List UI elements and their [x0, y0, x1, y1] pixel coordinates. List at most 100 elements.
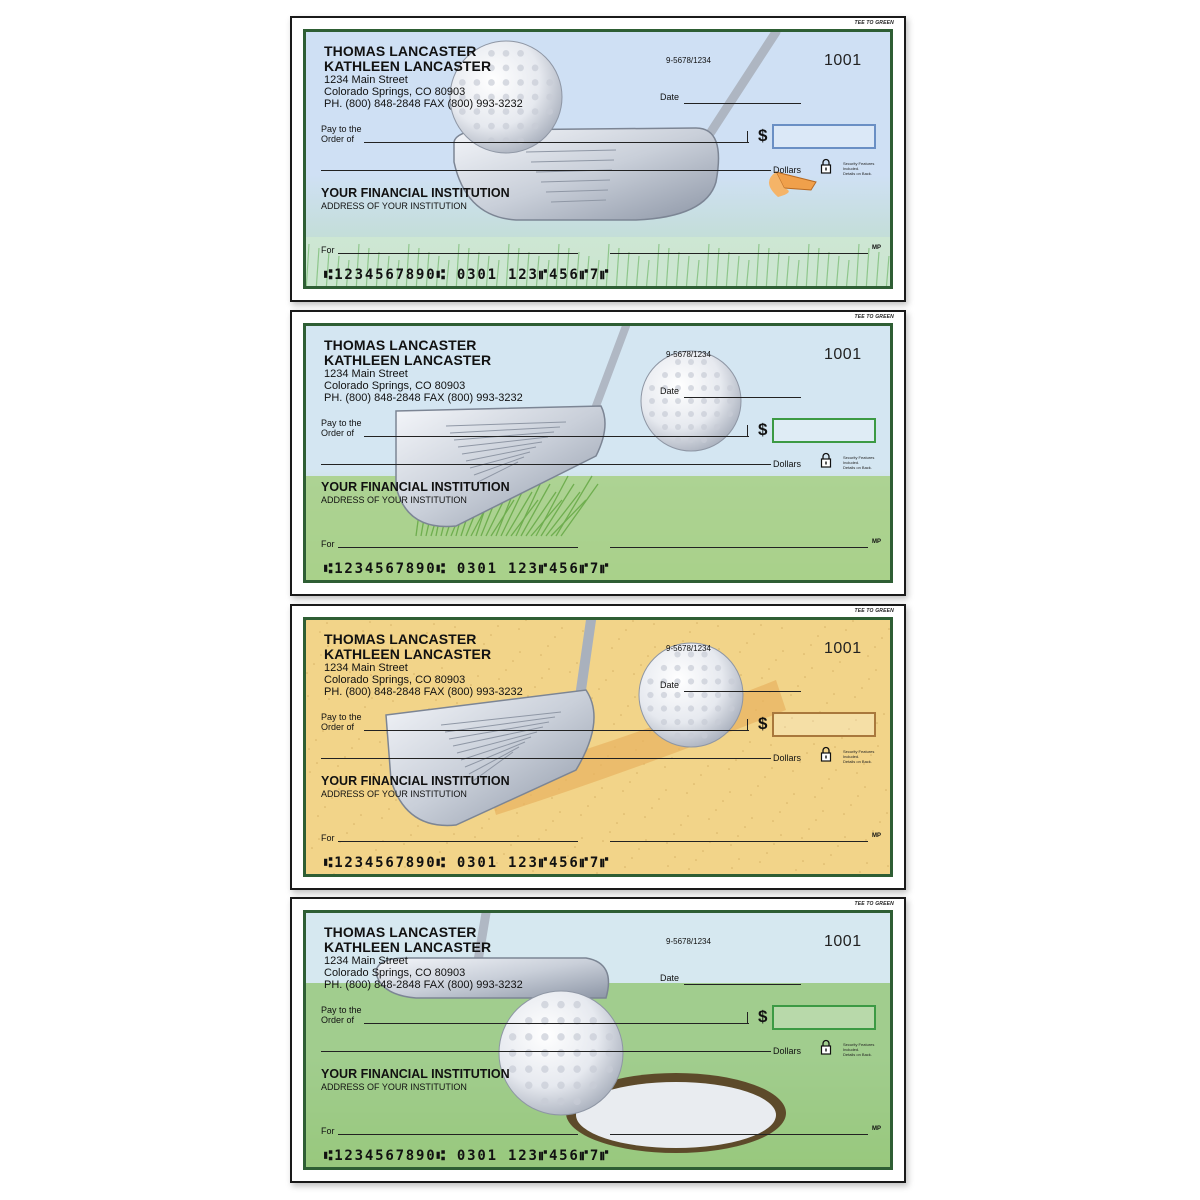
- micr-line: ⑆1234567890⑆ 0301 123⑈456⑈7⑈: [324, 855, 611, 871]
- memo-line[interactable]: [338, 841, 578, 842]
- check-number: 1001: [824, 52, 862, 69]
- pay-to-label: Pay to the Order of: [321, 712, 362, 732]
- amount-box[interactable]: [772, 1005, 876, 1030]
- written-amount-line[interactable]: [321, 1051, 771, 1052]
- pay-to-label-line-1: Pay to the: [321, 418, 362, 428]
- account-holder-name-1: THOMAS LANCASTER: [324, 337, 477, 353]
- security-note-line-3: Details on Back.: [843, 465, 872, 470]
- written-amount-line[interactable]: [321, 758, 771, 759]
- golf-illustration-driver-tee: [306, 32, 890, 286]
- dollar-sign: $: [758, 1007, 768, 1026]
- address-city: Colorado Springs, CO 80903: [324, 380, 466, 392]
- address-phone: PH. (800) 848-2848 FAX (800) 993-3232: [324, 392, 523, 404]
- date-line[interactable]: [684, 691, 801, 692]
- routing-fraction: 9-5678/1234: [666, 56, 711, 65]
- amount-box[interactable]: [772, 712, 876, 737]
- security-features-note: Security Features Included. Details on B…: [843, 161, 874, 176]
- payee-line[interactable]: [364, 730, 749, 731]
- account-holder-name-1: THOMAS LANCASTER: [324, 43, 477, 59]
- security-note-line-3: Details on Back.: [843, 171, 872, 176]
- address-street: 1234 Main Street: [324, 368, 408, 380]
- security-note-line-2: Included.: [843, 166, 860, 171]
- security-features-note: Security Features Included. Details on B…: [843, 455, 874, 470]
- address-city: Colorado Springs, CO 80903: [324, 86, 466, 98]
- security-note-line-2: Included.: [843, 460, 860, 465]
- payee-line-end: [747, 1012, 748, 1024]
- mp-mark: MP: [872, 245, 881, 251]
- payee-line[interactable]: [364, 1023, 749, 1024]
- signature-line[interactable]: [610, 841, 868, 842]
- golf-illustration-putt-hole: [306, 913, 890, 1167]
- security-note-line-1: Security Features: [843, 455, 875, 460]
- date-line[interactable]: [684, 984, 801, 985]
- bank-name: YOUR FINANCIAL INSTITUTION: [321, 186, 510, 200]
- address-street: 1234 Main Street: [324, 74, 408, 86]
- check-background-scene: [306, 326, 890, 580]
- memo-line[interactable]: [338, 253, 578, 254]
- series-tag: TEE TO GREEN: [854, 314, 894, 320]
- check-face: THOMAS LANCASTER KATHLEEN LANCASTER 1234…: [303, 29, 893, 289]
- payee-line[interactable]: [364, 436, 749, 437]
- memo-label: For: [321, 1126, 335, 1136]
- check-background-scene: [306, 620, 890, 874]
- memo-line[interactable]: [338, 547, 578, 548]
- mp-mark: MP: [872, 539, 881, 545]
- dollars-label: Dollars: [773, 753, 802, 763]
- date-line[interactable]: [684, 103, 801, 104]
- amount-box[interactable]: [772, 418, 876, 443]
- series-tag: TEE TO GREEN: [854, 20, 894, 26]
- micr-line: ⑆1234567890⑆ 0301 123⑈456⑈7⑈: [324, 1148, 611, 1164]
- amount-box[interactable]: [772, 124, 876, 149]
- routing-fraction: 9-5678/1234: [666, 937, 711, 946]
- dollar-sign: $: [758, 126, 768, 145]
- memo-line[interactable]: [338, 1134, 578, 1135]
- signature-line[interactable]: [610, 547, 868, 548]
- address-phone: PH. (800) 848-2848 FAX (800) 993-3232: [324, 686, 523, 698]
- padlock-icon: [820, 158, 832, 174]
- dollars-label: Dollars: [773, 459, 802, 469]
- security-note-line-1: Security Features: [843, 1042, 875, 1047]
- pay-to-label: Pay to the Order of: [321, 1005, 362, 1025]
- personal-check-1: THOMAS LANCASTER KATHLEEN LANCASTER 1234…: [290, 16, 906, 302]
- check-number: 1001: [824, 640, 862, 657]
- bank-name: YOUR FINANCIAL INSTITUTION: [321, 774, 510, 788]
- security-note-line-1: Security Features: [843, 161, 875, 166]
- date-label: Date: [660, 386, 680, 396]
- check-face: THOMAS LANCASTER KATHLEEN LANCASTER 1234…: [303, 910, 893, 1170]
- golf-illustration-wedge-bunker: [306, 620, 890, 874]
- padlock-icon: [820, 452, 832, 468]
- series-tag: TEE TO GREEN: [854, 608, 894, 614]
- address-city: Colorado Springs, CO 80903: [324, 967, 466, 979]
- personal-check-2: THOMAS LANCASTER KATHLEEN LANCASTER 1234…: [290, 310, 906, 596]
- payee-line[interactable]: [364, 142, 749, 143]
- bank-name: YOUR FINANCIAL INSTITUTION: [321, 1067, 510, 1081]
- security-note-line-2: Included.: [843, 1047, 860, 1052]
- memo-label: For: [321, 833, 335, 843]
- routing-fraction: 9-5678/1234: [666, 644, 711, 653]
- written-amount-line[interactable]: [321, 170, 771, 171]
- signature-line[interactable]: [610, 1134, 868, 1135]
- pay-to-label-line-1: Pay to the: [321, 712, 362, 722]
- address-phone: PH. (800) 848-2848 FAX (800) 993-3232: [324, 979, 523, 991]
- mp-mark: MP: [872, 1126, 881, 1132]
- dollar-sign: $: [758, 714, 768, 733]
- security-note-line-2: Included.: [843, 754, 860, 759]
- date-label: Date: [660, 973, 680, 983]
- address-city: Colorado Springs, CO 80903: [324, 674, 466, 686]
- personal-check-3: THOMAS LANCASTER KATHLEEN LANCASTER 1234…: [290, 604, 906, 890]
- personal-check-4: THOMAS LANCASTER KATHLEEN LANCASTER 1234…: [290, 897, 906, 1183]
- address-phone: PH. (800) 848-2848 FAX (800) 993-3232: [324, 98, 523, 110]
- date-line[interactable]: [684, 397, 801, 398]
- pay-to-label: Pay to the Order of: [321, 124, 362, 144]
- account-holder-name-1: THOMAS LANCASTER: [324, 924, 477, 940]
- written-amount-line[interactable]: [321, 464, 771, 465]
- security-features-note: Security Features Included. Details on B…: [843, 1042, 874, 1057]
- mp-mark: MP: [872, 833, 881, 839]
- security-features-note: Security Features Included. Details on B…: [843, 749, 874, 764]
- dollars-label: Dollars: [773, 1046, 802, 1056]
- signature-line[interactable]: [610, 253, 868, 254]
- date-label: Date: [660, 92, 680, 102]
- check-number: 1001: [824, 933, 862, 950]
- check-face: THOMAS LANCASTER KATHLEEN LANCASTER 1234…: [303, 617, 893, 877]
- security-note-line-1: Security Features: [843, 749, 875, 754]
